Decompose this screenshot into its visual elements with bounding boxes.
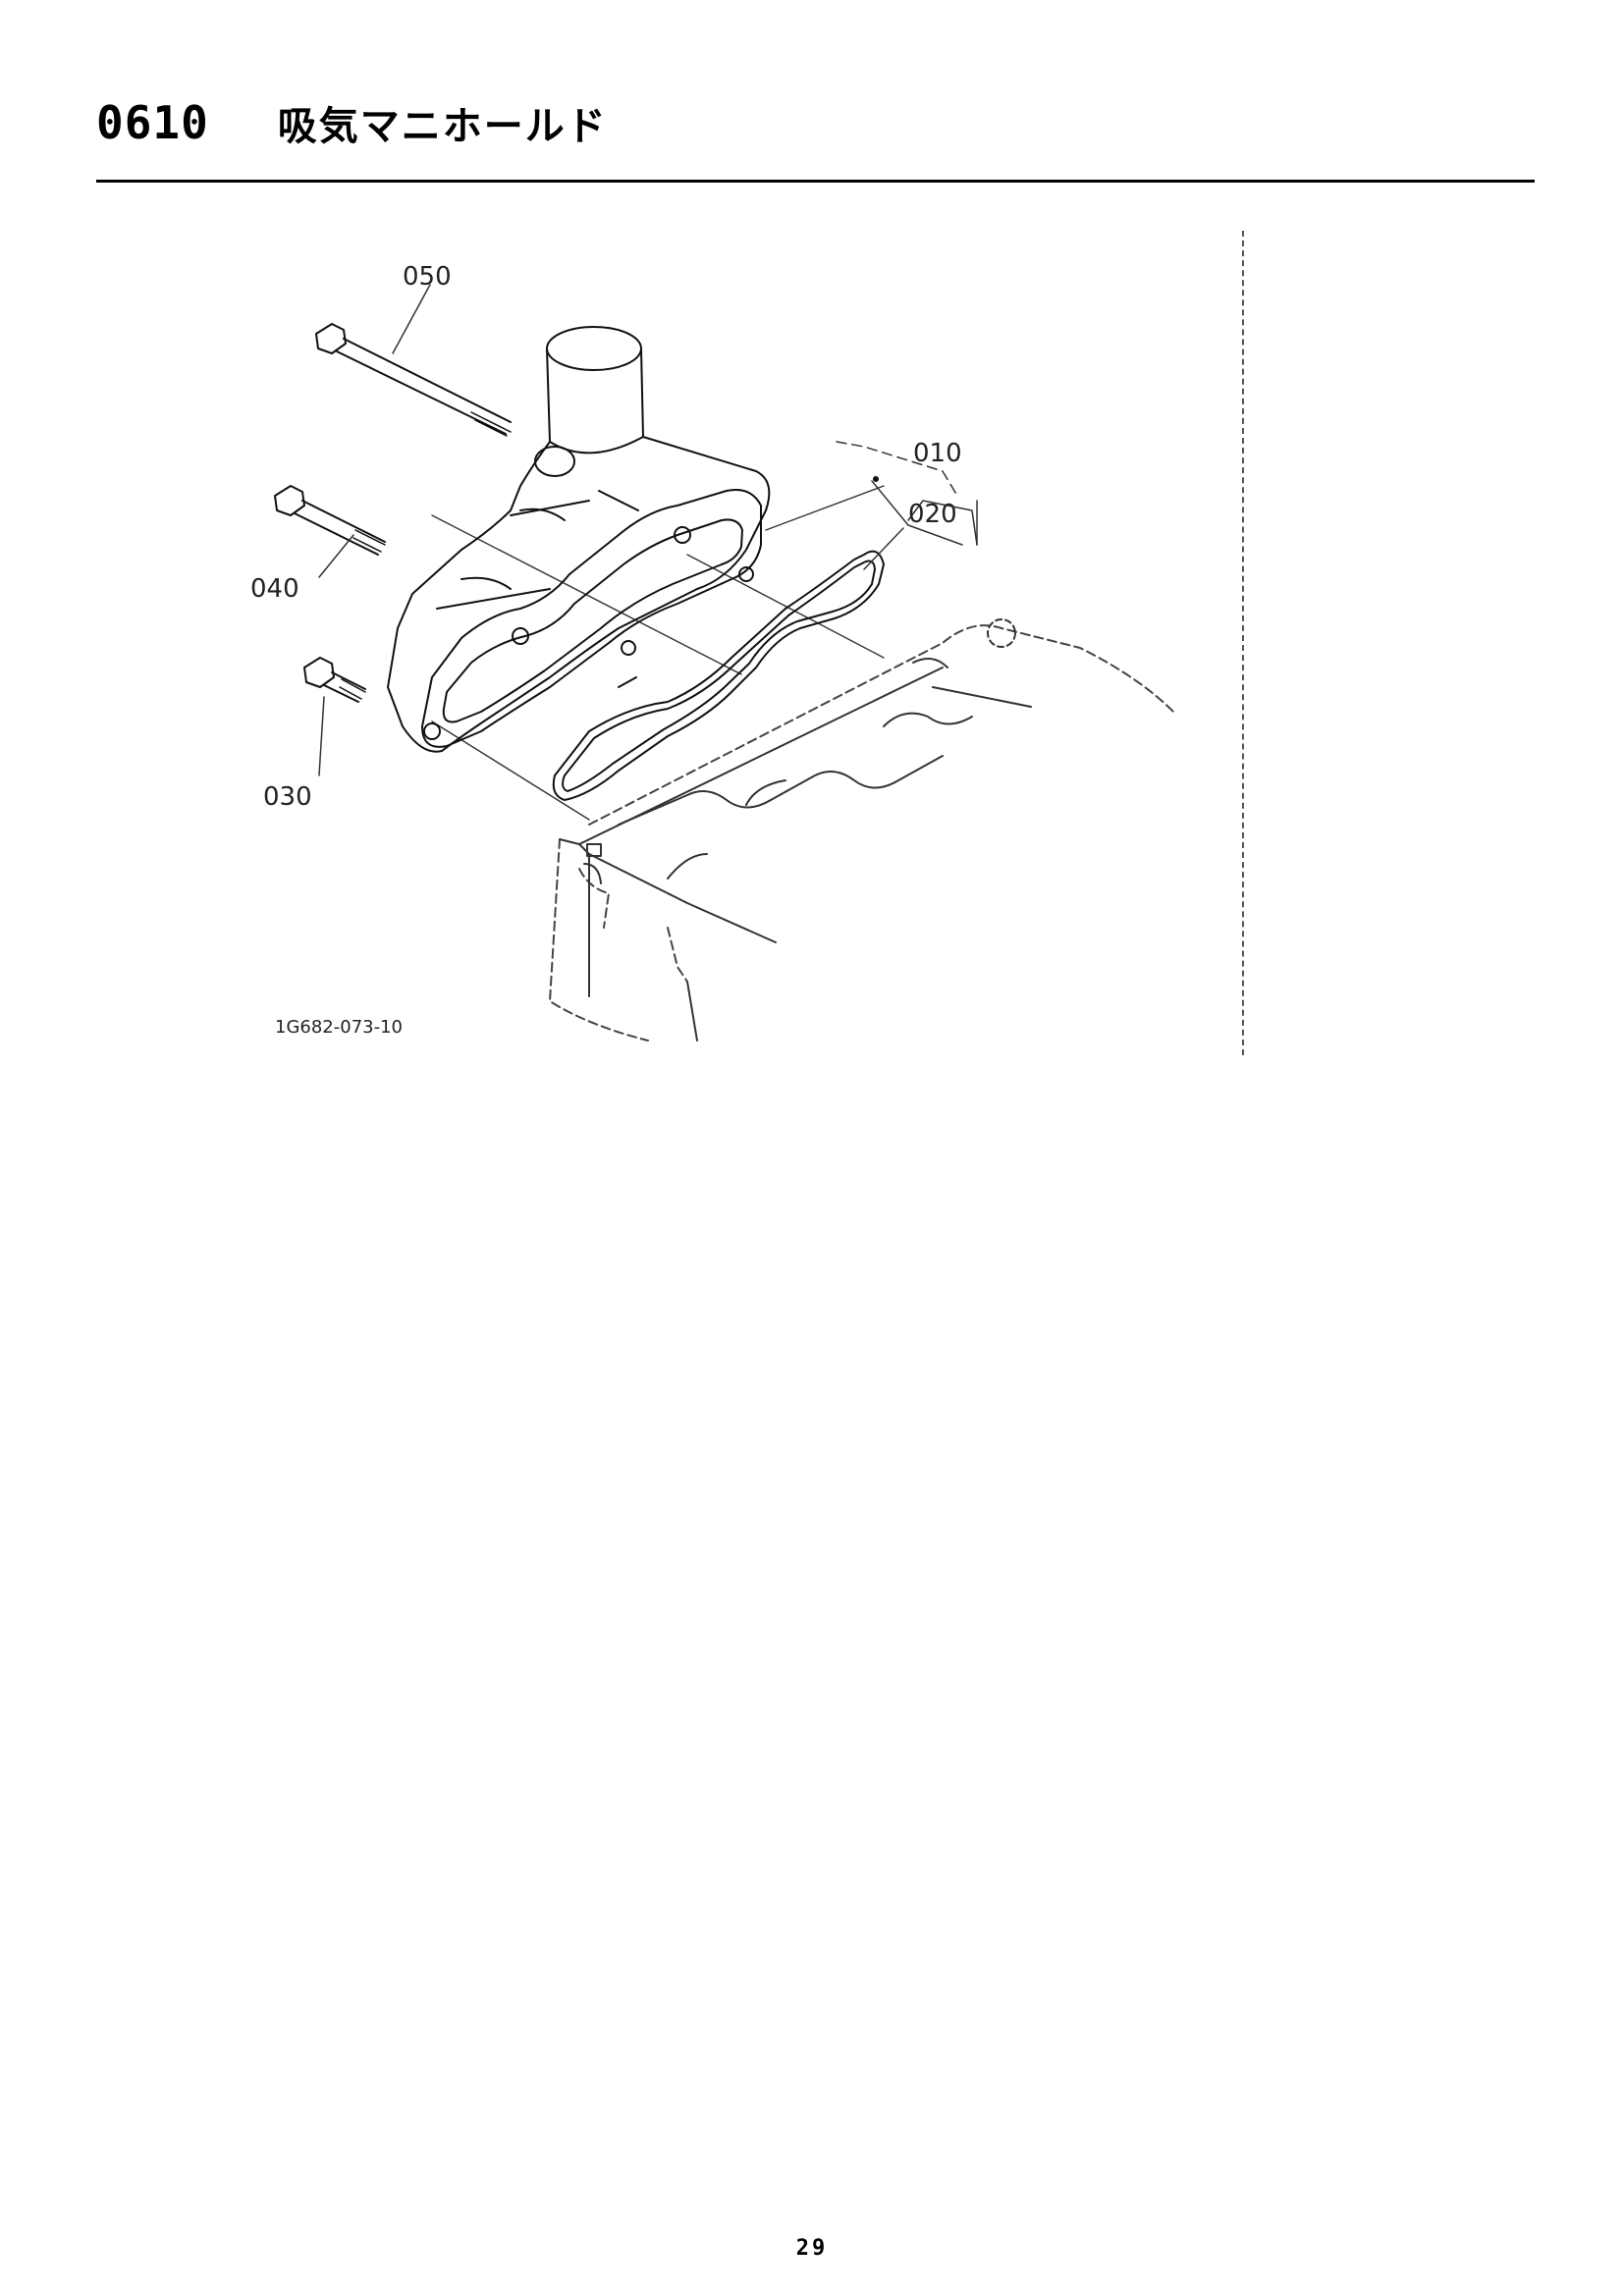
engine-block-outline: [549, 624, 1174, 1041]
bolt-030: [303, 657, 366, 703]
bolt-040: [274, 485, 386, 556]
section-code: 0610: [96, 96, 209, 149]
callout-030: 030: [263, 782, 312, 812]
header-rule: [96, 180, 1535, 183]
diagram-reference-number: 1G682-073-10: [275, 1017, 403, 1038]
callout-leaders: [318, 284, 978, 776]
exploded-parts-diagram: 050 010 020 040 030 1G682-073-10: [250, 262, 1174, 1041]
callout-010: 010: [913, 439, 962, 468]
callout-050: 050: [403, 262, 452, 292]
intake-manifold: [387, 326, 771, 753]
callout-020: 020: [908, 500, 957, 529]
intake-gasket: [552, 550, 885, 801]
column-separator: [1242, 231, 1244, 1055]
bolt-050: [315, 323, 512, 437]
callout-040: 040: [250, 574, 299, 604]
section-title: 吸気マニホールド: [277, 104, 608, 149]
engine-block-head: [559, 618, 1032, 1041]
page-number: 29: [795, 2236, 829, 2261]
alignment-lines: [431, 485, 885, 821]
page-header: 0610 吸気マニホールド: [96, 93, 608, 152]
